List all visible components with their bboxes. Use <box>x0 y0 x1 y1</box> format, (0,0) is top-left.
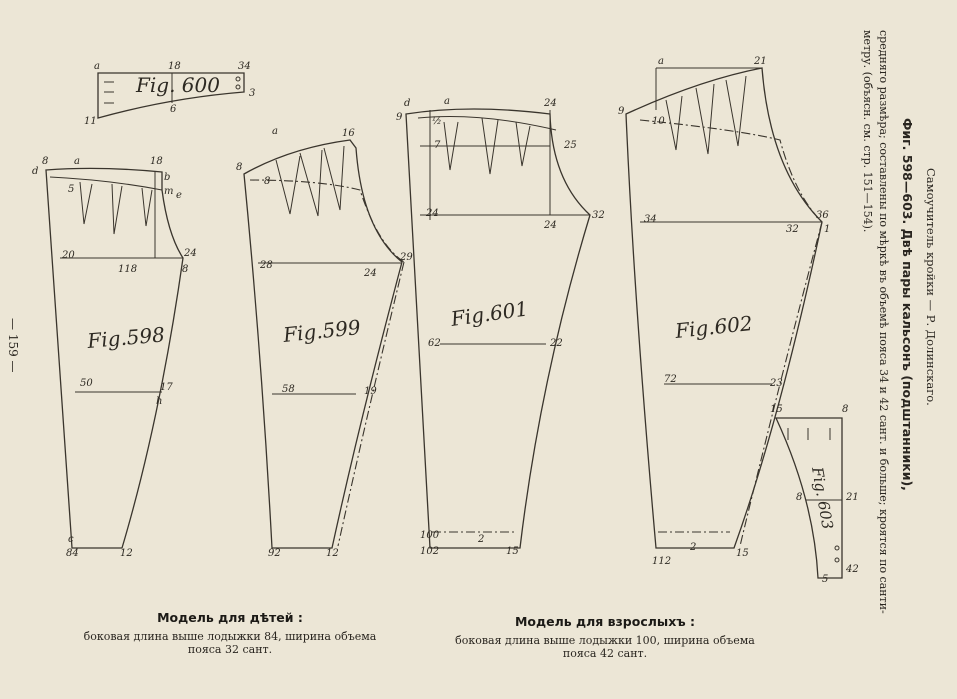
point-label: 18 <box>150 156 163 167</box>
point-label: 8 <box>796 492 802 503</box>
point-label: ½ <box>432 116 442 127</box>
point-label: 15 <box>770 404 783 415</box>
point-label: b <box>164 172 170 183</box>
point-label: 58 <box>282 384 295 395</box>
point-label: 20 <box>61 250 75 261</box>
point-label: 5 <box>822 574 828 585</box>
point-label: 8 <box>42 156 48 167</box>
point-label: 15 <box>736 548 749 559</box>
fig-598-title: Fig.598 <box>85 322 165 353</box>
point-label: 8 <box>842 404 848 415</box>
point-label: 2 <box>689 542 696 553</box>
point-label: d <box>404 98 410 109</box>
point-label: 1 <box>824 224 830 235</box>
point-label: 24 <box>363 268 377 279</box>
point-label: 72 <box>664 374 677 385</box>
point-label: 9 <box>618 106 625 117</box>
point-label: d <box>32 166 38 177</box>
plate-description-line1: средняго размѣра; составлены по мѣркѣ въ… <box>877 30 890 614</box>
point-label: 9 <box>396 112 403 123</box>
point-label: 16 <box>342 128 355 139</box>
point-label: 22 <box>549 338 563 349</box>
point-label: 8 <box>182 264 188 275</box>
point-label: 6 <box>170 104 177 115</box>
running-header: Самоучитель кройки — Р. Долинскаго. <box>924 168 938 406</box>
point-label: 102 <box>420 546 439 557</box>
point-label: 24 <box>543 98 557 109</box>
plate-title: Фиг. 598—603. Двѣ пары кальсонъ (подштан… <box>900 118 915 491</box>
caption-children-line1: боковая длина выше лодыжки 84, ширина об… <box>83 630 377 643</box>
point-label: 36 <box>816 210 829 221</box>
point-label: 18 <box>168 61 181 72</box>
fig-599-title: Fig.599 <box>281 315 362 347</box>
caption-children-title: Модель для дѣтей : <box>157 610 303 625</box>
point-label: 32 <box>786 224 799 235</box>
point-label: e <box>176 190 182 201</box>
point-label: 3 <box>249 88 255 99</box>
point-label: 8 <box>236 162 242 173</box>
point-label: 21 <box>753 56 767 67</box>
fig-598-drawing <box>45 167 184 549</box>
point-label: 15 <box>506 546 519 557</box>
point-label: c <box>68 534 74 545</box>
point-label: 8 <box>264 176 270 187</box>
point-label: 34 <box>644 214 657 225</box>
point-label: a <box>658 56 664 67</box>
caption-children-line2: пояса 32 сант. <box>187 643 273 656</box>
point-label: 92 <box>268 548 281 559</box>
point-label: 23 <box>769 378 783 389</box>
point-label: 12 <box>326 548 339 559</box>
fig-603-drawing <box>774 417 843 579</box>
point-label: 34 <box>238 61 251 72</box>
point-label: 2 <box>477 534 484 545</box>
point-label: 24 <box>183 248 197 259</box>
caption-adults-line1: боковая длина выше лодыжки 100, ширина о… <box>455 634 755 647</box>
point-label: 5 <box>68 184 74 195</box>
point-label: 42 <box>845 564 859 575</box>
point-label: h <box>156 396 162 407</box>
point-label: 11 <box>84 116 97 127</box>
fig-600-title: Fig. 600 <box>135 73 220 97</box>
point-label: 112 <box>652 556 671 567</box>
point-label: a <box>272 126 278 137</box>
caption-adults-line2: пояса 42 сант. <box>562 647 648 660</box>
fig-601-title: Fig.601 <box>448 296 529 331</box>
point-label: a <box>444 96 450 107</box>
fig-602-title: Fig.602 <box>673 311 754 343</box>
point-label: 50 <box>80 378 93 389</box>
fig-599-drawing <box>243 139 405 549</box>
point-label: 29 <box>399 252 413 263</box>
page-number: — 159 — <box>6 318 20 373</box>
fig-603-title: Fig. 603 <box>808 465 837 531</box>
fig-602-drawing <box>625 67 823 549</box>
point-label: a <box>94 61 100 72</box>
caption-children-body: боковая длина выше лодыжки 84, ширина об… <box>60 630 400 656</box>
point-label: 19 <box>364 386 377 397</box>
point-label: 12 <box>120 548 133 559</box>
point-label: 100 <box>420 530 440 541</box>
point-label: 24 <box>543 220 557 231</box>
fig-600-drawing <box>97 72 245 119</box>
point-label: a <box>74 156 80 167</box>
point-label: 24 <box>425 208 439 219</box>
point-label: 84 <box>66 548 79 559</box>
point-label: 28 <box>259 260 273 271</box>
caption-adults-body: боковая длина выше лодыжки 100, ширина о… <box>420 634 790 660</box>
point-label: 25 <box>563 140 577 151</box>
point-label: 7 <box>434 140 441 151</box>
point-label: 32 <box>592 210 605 221</box>
plate-description-line2: метру. (объясн. см. стр. 151—154). <box>861 30 874 233</box>
point-label: 118 <box>118 264 137 275</box>
point-label: m <box>164 186 173 197</box>
caption-adults-title: Модель для взрослыхъ : <box>514 614 696 629</box>
point-label: 17 <box>160 382 173 393</box>
point-label: 62 <box>428 338 441 349</box>
fig-601-drawing <box>405 108 591 549</box>
point-label: 21 <box>845 492 859 503</box>
point-label: 10 <box>652 116 665 127</box>
